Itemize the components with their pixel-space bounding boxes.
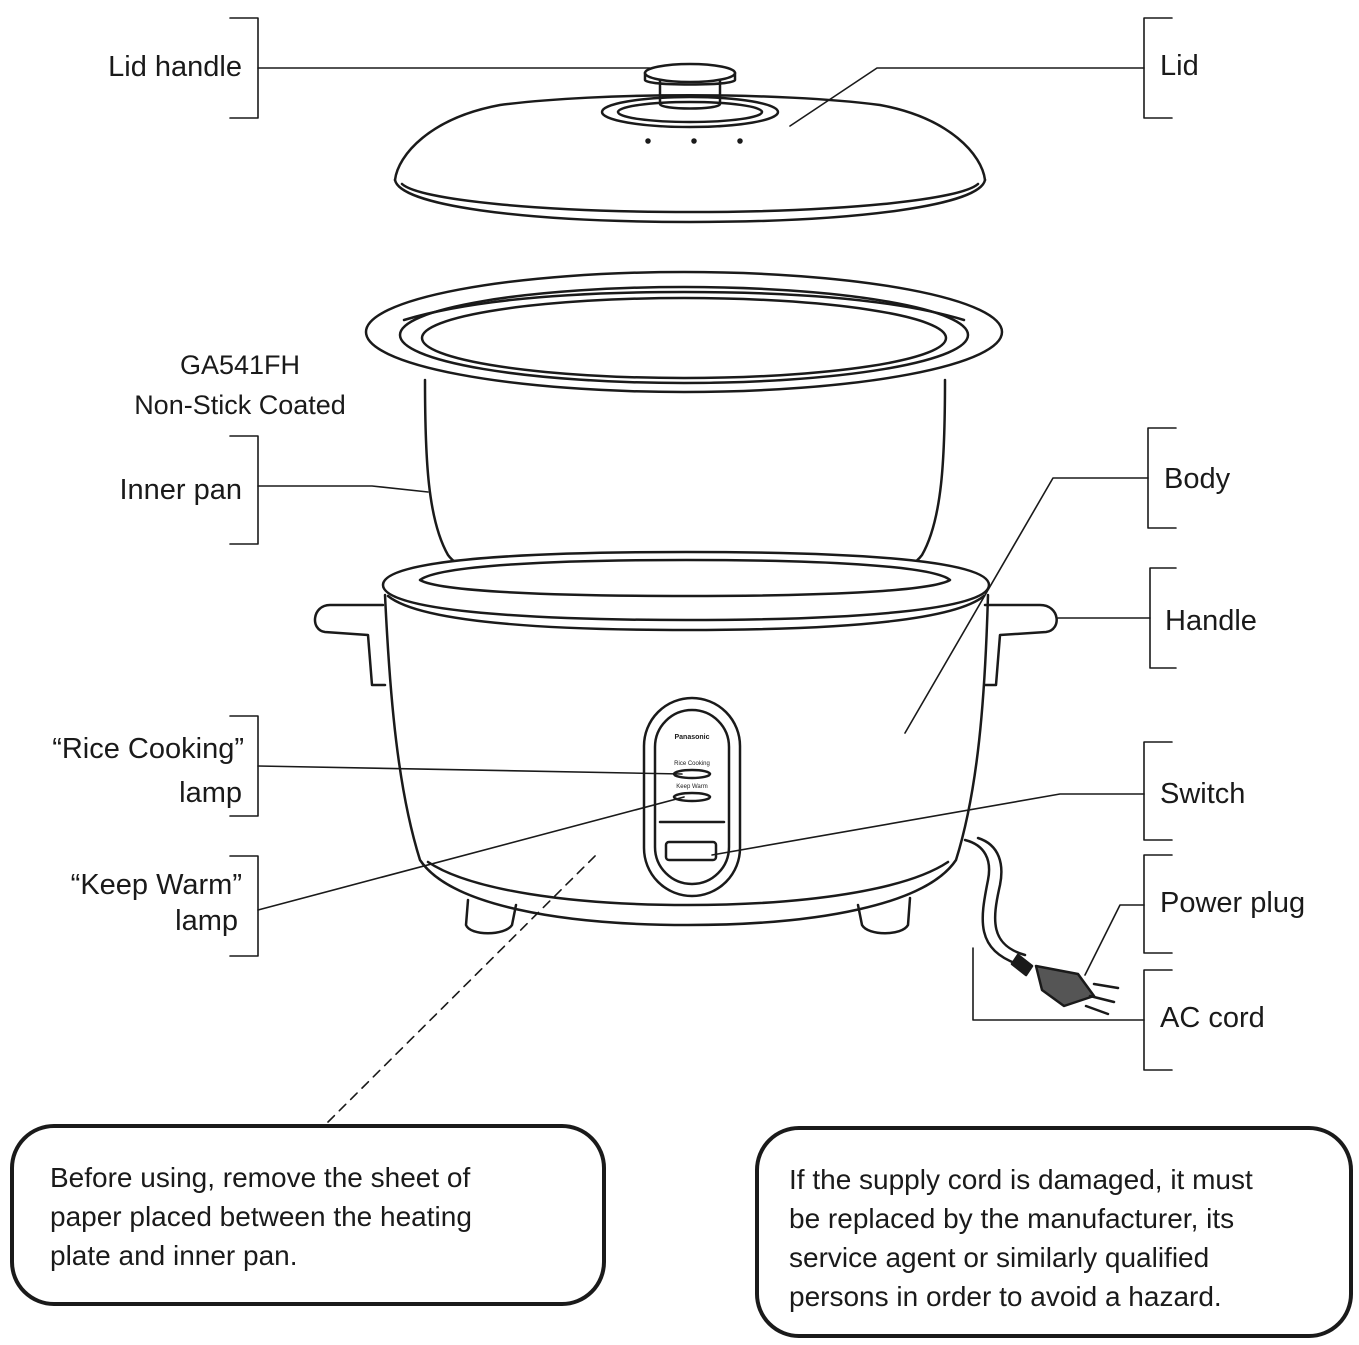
label-inner-pan: Inner pan — [119, 474, 242, 506]
label-keep-warm-lamp: “Keep Warm” — [70, 869, 242, 901]
note-damaged-cord: If the supply cord is damaged, it must b… — [755, 1126, 1353, 1338]
cooking-switch — [664, 840, 718, 862]
label-model: GA541FH — [179, 350, 301, 380]
panel-rice-cooking: Rice Cooking — [674, 761, 710, 767]
lid-handle-knob — [643, 62, 737, 110]
label-lid-handle: Lid handle — [108, 51, 242, 83]
label-switch: Switch — [1160, 778, 1246, 810]
panel-keep-warm: Keep Warm — [676, 784, 708, 790]
note-right-line: be replaced by the manufacturer, its — [789, 1203, 1235, 1234]
label-ac-cord: AC cord — [1160, 1002, 1265, 1034]
control-panel — [642, 696, 742, 898]
label-rice-cooking-lamp: “Rice Cooking” — [52, 733, 244, 765]
label-coating: Non-Stick Coated — [134, 390, 346, 420]
keep-warm-lamp — [672, 791, 712, 803]
body-illustration — [313, 550, 1058, 967]
note-left-line: Before using, remove the sheet of — [50, 1162, 471, 1193]
note-left-line: plate and inner pan. — [50, 1240, 298, 1271]
note-right-line: persons in order to avoid a hazard. — [789, 1281, 1222, 1312]
note-right-line: service agent or similarly qualified — [789, 1242, 1210, 1273]
note-remove-paper: Before using, remove the sheet of paper … — [10, 1124, 606, 1306]
label-lid: Lid — [1160, 50, 1199, 82]
lid-illustration — [393, 94, 987, 224]
label-rice-cooking-lamp-2: lamp — [179, 777, 242, 809]
label-keep-warm-lamp-2: lamp — [175, 905, 238, 937]
note-left-line: paper placed between the heating — [50, 1201, 472, 1232]
panel-brand: Panasonic — [674, 734, 710, 741]
note-right-line: If the supply cord is damaged, it must — [789, 1164, 1253, 1195]
inner-pan-illustration — [364, 270, 1004, 594]
label-body: Body — [1164, 463, 1231, 495]
power-plug-illustration — [1010, 953, 1120, 1016]
label-handle: Handle — [1165, 605, 1257, 637]
leader-lines — [229, 17, 1177, 1123]
label-power-plug: Power plug — [1160, 887, 1306, 919]
